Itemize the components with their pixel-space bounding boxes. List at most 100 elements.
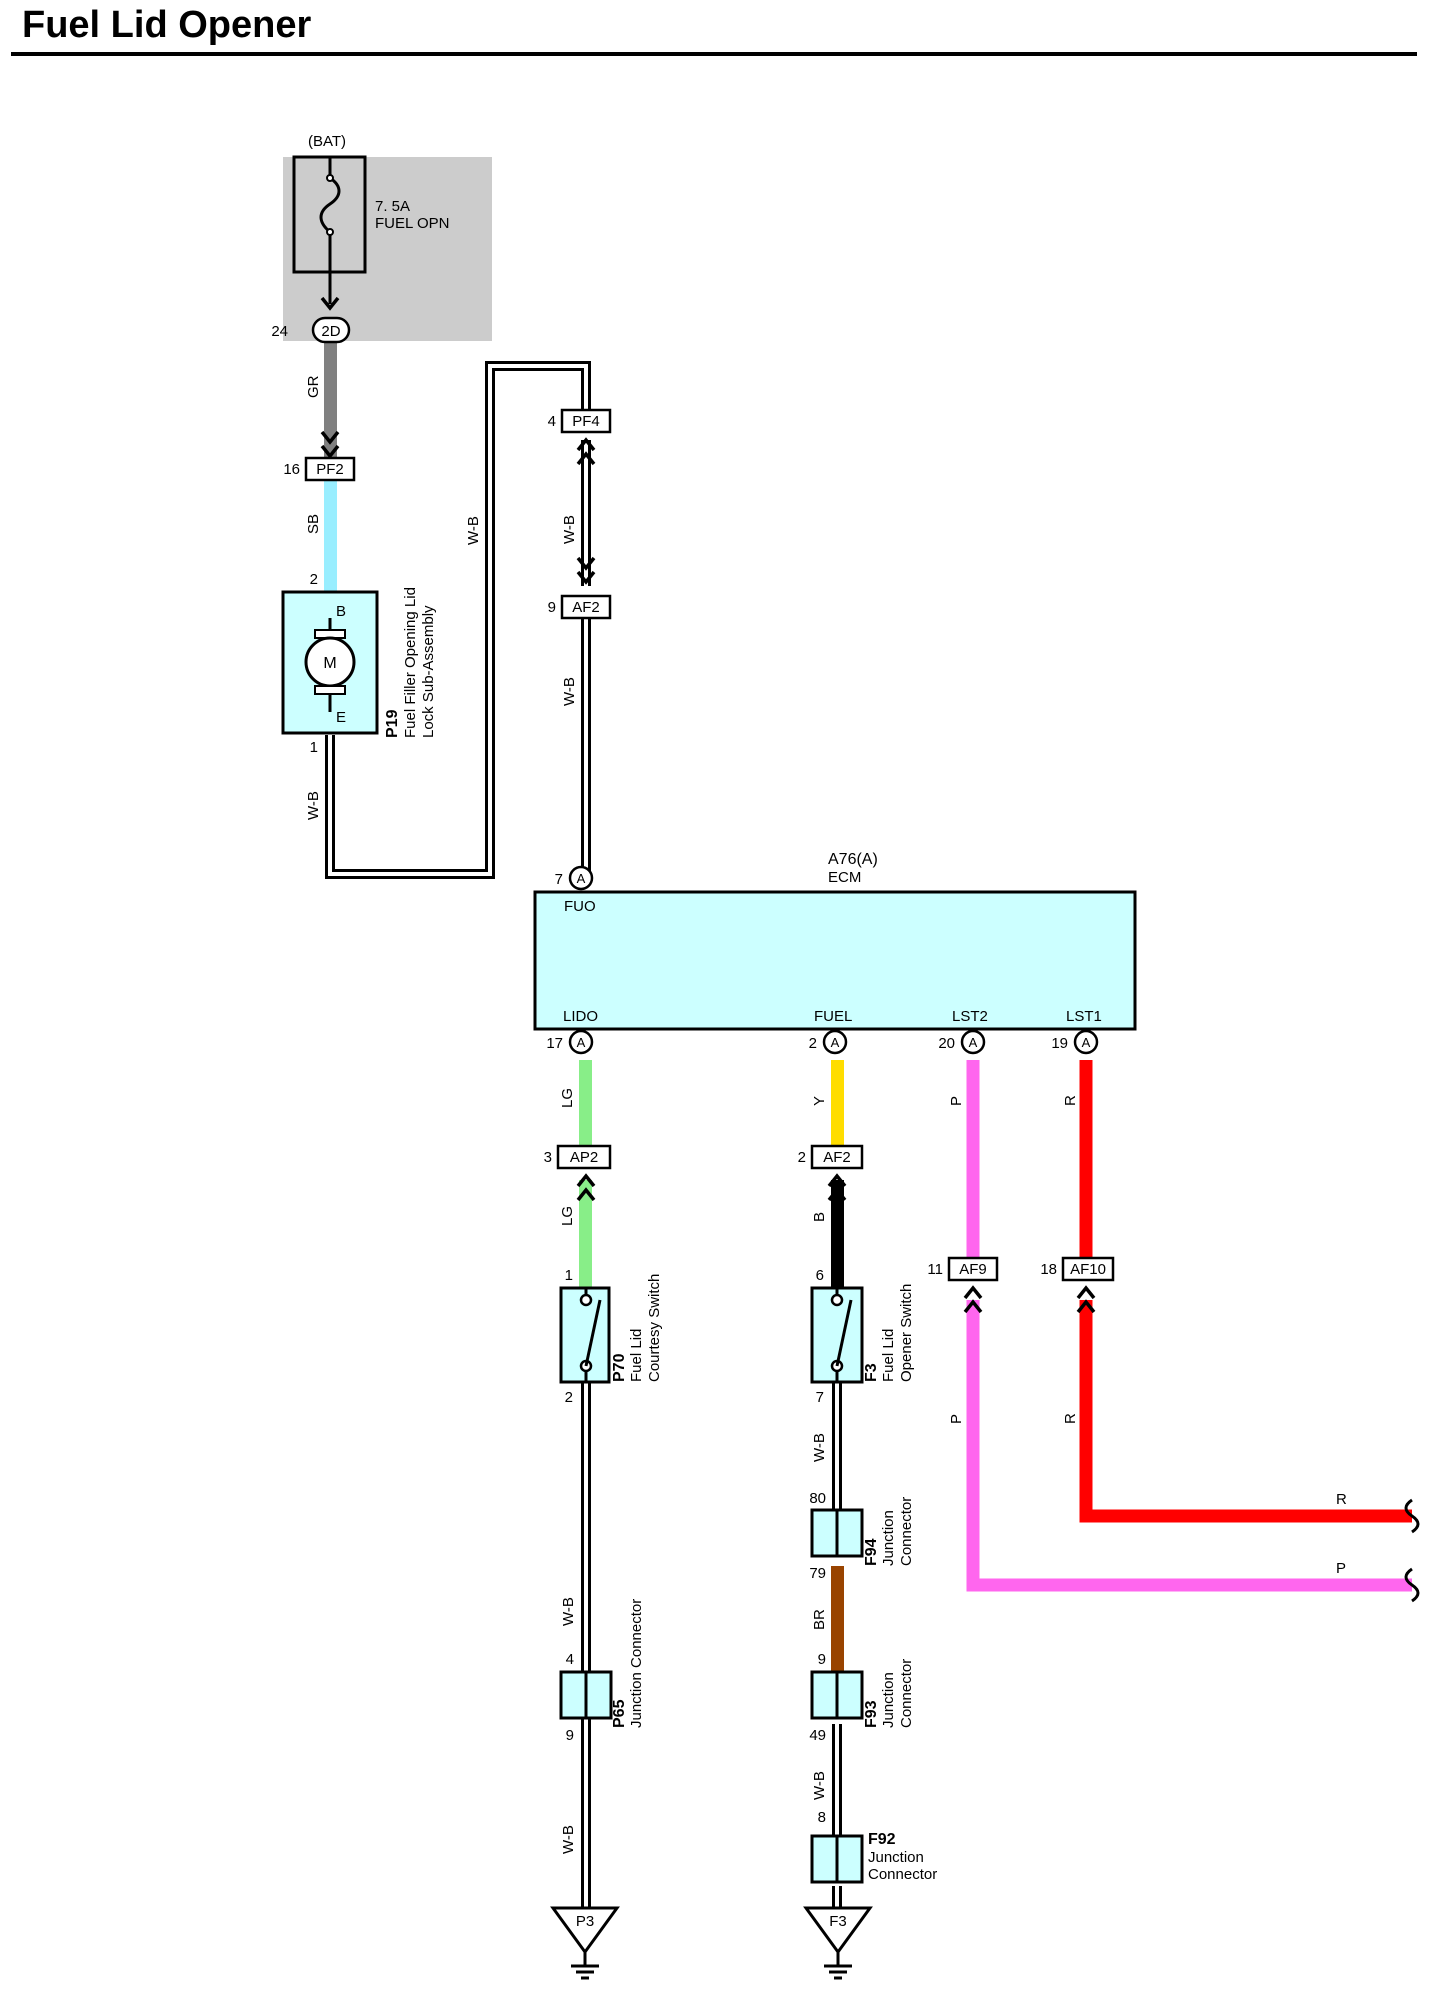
svg-text:1: 1 [310,739,318,756]
svg-text:W-B: W-B [561,515,578,544]
ecm-box [533,890,1137,1031]
svg-text:LIDO: LIDO [563,1008,598,1025]
svg-text:A: A [577,1035,586,1050]
svg-text:AF2: AF2 [823,1149,851,1166]
fuse-block-background [283,157,492,341]
arrow-up-icon [963,1285,983,1314]
svg-text:ECM: ECM [828,869,861,886]
svg-text:B: B [811,1212,828,1222]
arrow-down-icon [576,556,596,585]
junction-f94: 80 79 F94 Junction Connector [809,1490,915,1582]
svg-text:Opener Switch: Opener Switch [898,1284,915,1382]
arrow-up-icon [1076,1285,1096,1314]
wire-wb-motor-loop [325,361,591,879]
svg-text:SB: SB [305,514,322,534]
svg-text:24: 24 [271,323,288,340]
arrow-up-icon [576,437,596,466]
svg-text:M: M [323,655,336,672]
svg-text:18: 18 [1040,1261,1057,1278]
connector-ap2: 3 AP2 [544,1144,612,1202]
wire-lg-upper [579,1060,592,1160]
svg-text:Fuel Filler Opening Lid: Fuel Filler Opening Lid [402,587,419,738]
wire-labels: GR SB W-B W-B W-B W-B LG LG Y B P R P R … [305,375,1347,1854]
ecm-pin-lido: 17 A [546,1029,594,1055]
svg-text:AP2: AP2 [570,1149,598,1166]
arrow-down-icon [320,430,340,459]
svg-text:2D: 2D [321,323,340,340]
svg-text:8: 8 [818,1809,826,1826]
svg-text:9: 9 [548,599,556,616]
svg-text:AF10: AF10 [1070,1261,1106,1278]
svg-text:20: 20 [938,1035,955,1052]
svg-text:9: 9 [818,1651,826,1668]
svg-text:P19: P19 [384,709,401,738]
ground-f3: F3 [803,1906,873,1980]
svg-text:W-B: W-B [305,791,322,820]
ecm-pin-fuo: 7 A [555,865,594,891]
svg-text:17: 17 [546,1035,563,1052]
svg-text:1: 1 [565,1267,573,1284]
arrow-up-icon [827,1173,847,1202]
svg-text:Courtesy Switch: Courtesy Switch [646,1274,663,1382]
connector-af2-top: 9 AF2 [548,556,612,620]
svg-text:9: 9 [566,1727,574,1744]
svg-text:16: 16 [283,461,300,478]
svg-text:Fuel Lid: Fuel Lid [628,1329,645,1382]
svg-text:Connector: Connector [898,1659,915,1728]
svg-text:F3: F3 [829,1913,847,1930]
svg-text:LST2: LST2 [952,1008,988,1025]
svg-text:AF9: AF9 [959,1261,987,1278]
svg-text:4: 4 [566,1651,574,1668]
svg-text:W-B: W-B [560,1597,577,1626]
junction-f93: 9 49 F93 Junction Connector [809,1651,915,1744]
svg-text:F92: F92 [868,1831,896,1848]
svg-text:49: 49 [809,1727,826,1744]
svg-text:79: 79 [809,1565,826,1582]
fuse-icon [319,157,341,272]
ecm-pin-lst1: 19 A [1051,1029,1099,1055]
wire-gr [324,340,337,458]
svg-text:A: A [577,871,586,886]
svg-text:4: 4 [548,413,556,430]
ecm-pin-fuel: 2 A [809,1029,848,1055]
svg-text:7: 7 [555,871,563,888]
svg-text:Junction: Junction [880,1672,897,1728]
page-title: Fuel Lid Opener [22,4,312,46]
svg-text:Fuel Lid: Fuel Lid [880,1329,897,1382]
svg-text:E: E [336,709,346,726]
svg-text:Junction: Junction [880,1510,897,1566]
switch-f3: 6 7 F3 Fuel Lid Opener Switch [810,1267,915,1406]
svg-text:F94: F94 [863,1538,880,1566]
arrow-up-icon [576,1173,596,1202]
svg-text:P70: P70 [611,1353,628,1382]
svg-text:GR: GR [305,375,322,398]
svg-text:LST1: LST1 [1066,1008,1102,1025]
svg-text:A76(A): A76(A) [828,851,878,868]
svg-text:F93: F93 [863,1700,880,1728]
connector-2d: 24 2D [271,316,351,344]
svg-text:Connector: Connector [898,1497,915,1566]
arrow-down-icon [320,296,340,311]
wire-lg-lower [579,1180,592,1288]
svg-text:LG: LG [559,1088,576,1108]
ecm-pin-lst2: 20 A [938,1029,986,1055]
svg-text:Junction Connector: Junction Connector [628,1599,645,1728]
wire-sb [324,478,337,592]
connector-af9: 11 AF9 [927,1256,999,1314]
svg-text:BR: BR [811,1609,828,1630]
svg-text:PF2: PF2 [316,461,344,478]
svg-text:P: P [948,1414,965,1424]
svg-text:W-B: W-B [560,1825,577,1854]
svg-text:2: 2 [565,1389,573,1406]
svg-text:W-B: W-B [811,1433,828,1462]
svg-text:FUEL: FUEL [814,1008,852,1025]
ecm-a76: A76(A) ECM FUO LIDO FUEL LST2 LST1 7 A 1… [533,851,1137,1055]
svg-text:R: R [1336,1491,1347,1508]
svg-text:6: 6 [816,1267,824,1284]
fuse-rating: 7. 5A [375,198,410,215]
svg-text:W-B: W-B [465,516,482,545]
title-rule [11,52,1417,56]
svg-text:B: B [336,603,346,620]
svg-text:Y: Y [811,1096,828,1106]
svg-text:7: 7 [816,1389,824,1406]
